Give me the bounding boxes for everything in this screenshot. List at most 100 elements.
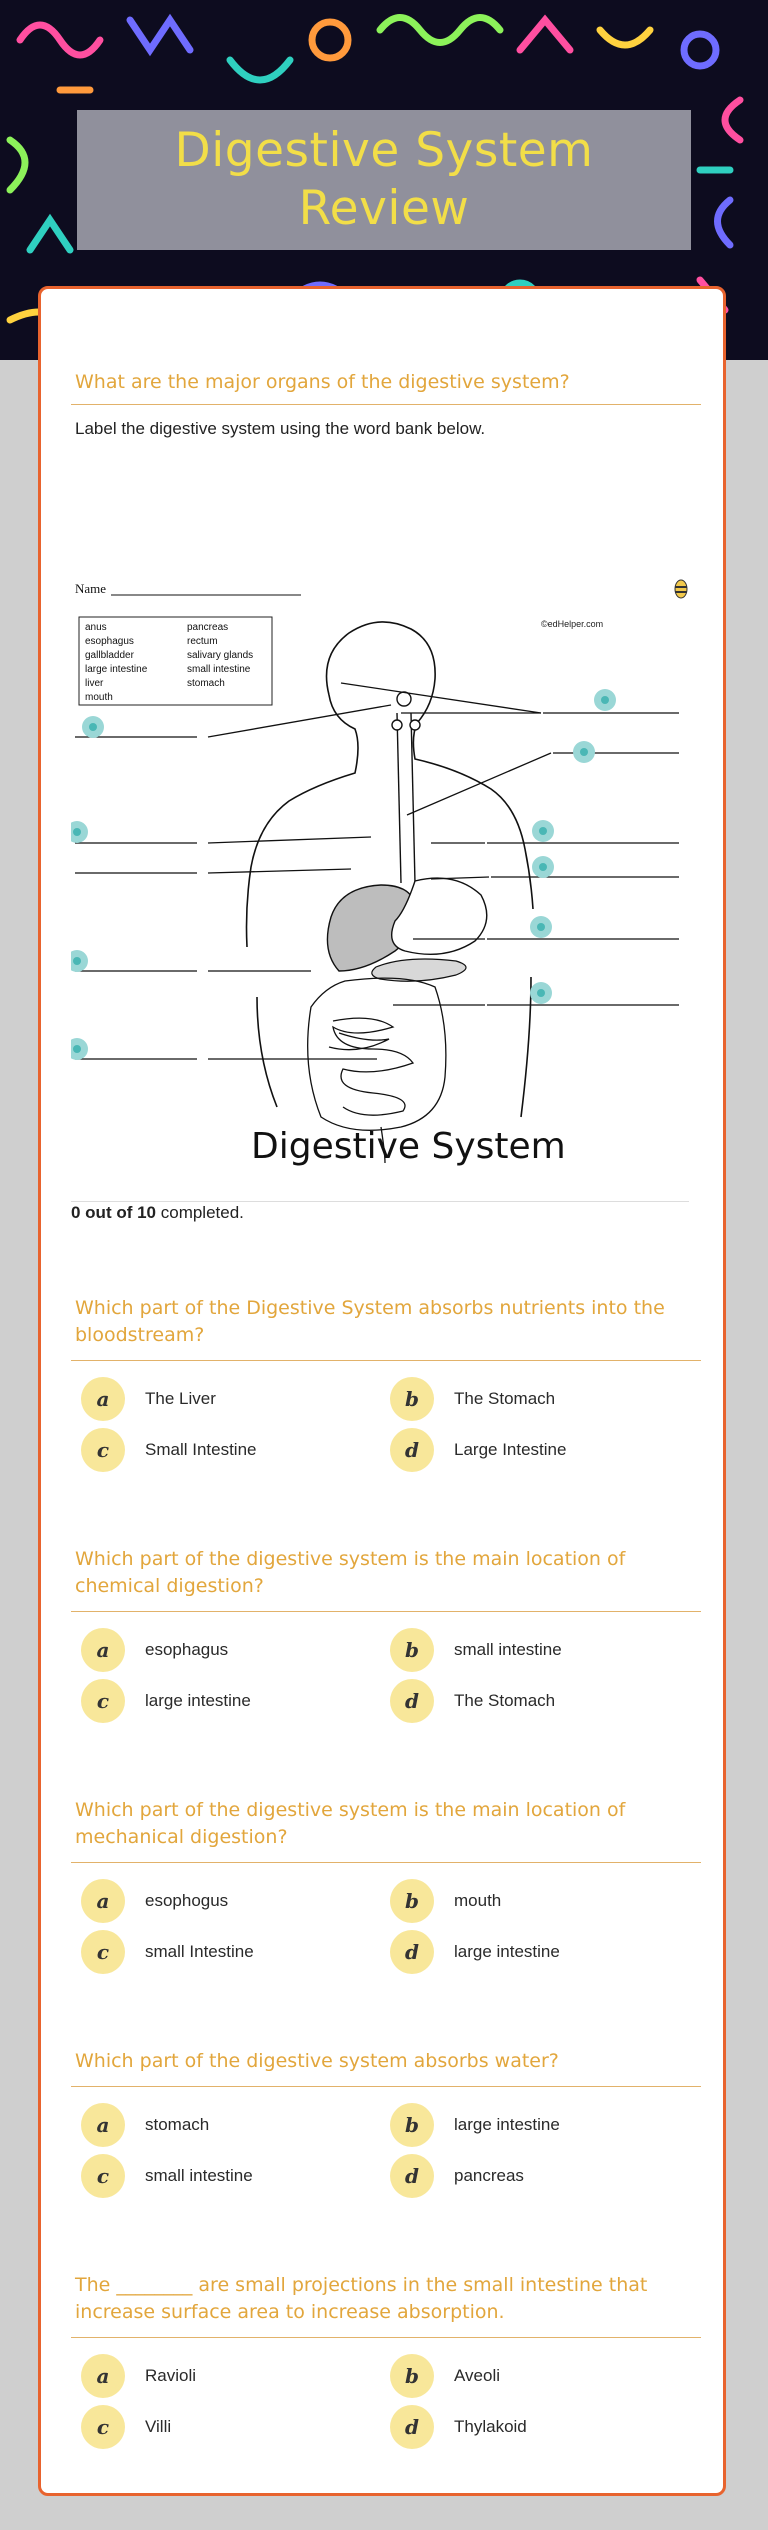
option-letter: d	[390, 2405, 434, 2449]
question-1-text: Which part of the Digestive System absor…	[75, 1297, 665, 1346]
credit-text: ©edHelper.com	[541, 619, 603, 629]
option-letter: c	[81, 1930, 125, 1974]
option-label: Thylakoid	[454, 2417, 527, 2436]
body-outline	[245, 621, 534, 1118]
word-bank-item: large intestine	[85, 664, 148, 675]
option-3c[interactable]: c small Intestine	[81, 1930, 254, 1974]
option-label: The Stomach	[454, 1691, 556, 1710]
option-2d[interactable]: d The Stomach	[390, 1679, 555, 1723]
drop-target[interactable]	[532, 820, 554, 842]
esophagus	[391, 691, 421, 884]
option-letter: d	[390, 1679, 434, 1723]
option-3d[interactable]: d large intestine	[390, 1930, 560, 1974]
answer-targets	[71, 689, 616, 1060]
word-bank-item: stomach	[187, 678, 225, 689]
divider	[71, 2086, 701, 2087]
question-4-text: Which part of the digestive system absor…	[75, 2050, 559, 2072]
divider	[71, 1862, 701, 1863]
option-label: large intestine	[145, 1691, 251, 1710]
drop-target[interactable]	[594, 689, 616, 711]
divider	[71, 1611, 701, 1612]
drop-target[interactable]	[530, 982, 552, 1004]
option-1b[interactable]: b The Stomach	[390, 1377, 555, 1421]
option-label: Small Intestine	[145, 1440, 257, 1459]
divider	[71, 1360, 701, 1361]
word-bank-item: small intestine	[187, 664, 251, 675]
question-2-text: Which part of the digestive system is th…	[75, 1548, 626, 1597]
option-4c[interactable]: c small intestine	[81, 2154, 253, 2198]
option-letter: d	[390, 2154, 434, 2198]
option-label: mouth	[454, 1891, 502, 1910]
drop-target[interactable]	[71, 1038, 88, 1060]
drop-target[interactable]	[71, 821, 88, 843]
word-bank-item: anus	[85, 622, 107, 633]
option-label: Aveoli	[454, 2366, 500, 2385]
option-label: large intestine	[454, 2115, 560, 2134]
word-bank-item: rectum	[187, 636, 218, 647]
section-instruction: Label the digestive system using the wor…	[75, 419, 486, 438]
pancreas	[371, 958, 467, 982]
option-letter: a	[81, 1377, 125, 1421]
label-lines	[75, 682, 679, 1060]
stomach	[391, 877, 488, 956]
word-bank-item: gallbladder	[85, 650, 135, 661]
option-4b[interactable]: b large intestine	[390, 2103, 560, 2147]
progress-text: 0 out of 10 completed.	[71, 1203, 244, 1223]
option-label: esophogus	[145, 1891, 229, 1910]
digestive-system-worksheet: Name ©edHelper.com anus esophagus gallbl…	[71, 579, 688, 1167]
title-box: Digestive System Review	[77, 110, 691, 250]
option-2b[interactable]: b small intestine	[390, 1628, 562, 1672]
progress-count: 0 out of 10	[71, 1203, 157, 1222]
drop-target[interactable]	[71, 950, 88, 972]
option-label: pancreas	[454, 2166, 524, 2185]
word-bank-item: salivary glands	[187, 650, 253, 661]
bee-icon	[674, 579, 688, 599]
option-letter: c	[81, 2154, 125, 2198]
drop-target[interactable]	[530, 916, 552, 938]
option-label: Villi	[145, 2417, 172, 2436]
page-title: Digestive System Review	[174, 123, 594, 236]
option-letter: b	[390, 1628, 434, 1672]
drop-target[interactable]	[82, 716, 104, 738]
option-3b[interactable]: b mouth	[390, 1879, 501, 1923]
option-letter: c	[81, 1679, 125, 1723]
word-bank-item: mouth	[85, 692, 113, 703]
option-letter: d	[390, 1428, 434, 1472]
intestines	[307, 977, 447, 1164]
option-3a[interactable]: a esophogus	[81, 1879, 228, 1923]
option-label: small intestine	[454, 1640, 562, 1659]
option-letter: a	[81, 1879, 125, 1923]
word-bank-box	[78, 616, 273, 706]
drop-target[interactable]	[573, 741, 595, 763]
worksheet-caption: Digestive System	[251, 1126, 566, 1167]
progress-suffix: completed.	[156, 1203, 244, 1222]
word-bank-item: pancreas	[187, 622, 228, 633]
option-4a[interactable]: a stomach	[81, 2103, 209, 2147]
option-label: small intestine	[145, 2166, 253, 2185]
option-letter: b	[390, 1879, 434, 1923]
option-letter: a	[81, 2103, 125, 2147]
worksheet-card: What are the major organs of the digesti…	[38, 286, 726, 2496]
drop-target[interactable]	[532, 856, 554, 878]
divider	[71, 1201, 689, 1202]
word-bank-item: esophagus	[85, 636, 134, 647]
option-label: stomach	[145, 2115, 210, 2134]
option-label: small Intestine	[145, 1942, 254, 1961]
option-label: The Stomach	[454, 1389, 556, 1408]
option-letter: d	[390, 1930, 434, 1974]
option-4d[interactable]: d pancreas	[390, 2154, 524, 2198]
option-letter: b	[390, 1377, 434, 1421]
option-letter: b	[390, 2103, 434, 2147]
option-2c[interactable]: c large intestine	[81, 1679, 251, 1723]
option-label: large intestine	[454, 1942, 560, 1961]
question-5-text: The ________ are small projections in th…	[75, 2274, 648, 2323]
option-5d[interactable]: d Thylakoid	[390, 2405, 527, 2449]
option-letter: a	[81, 2354, 125, 2398]
